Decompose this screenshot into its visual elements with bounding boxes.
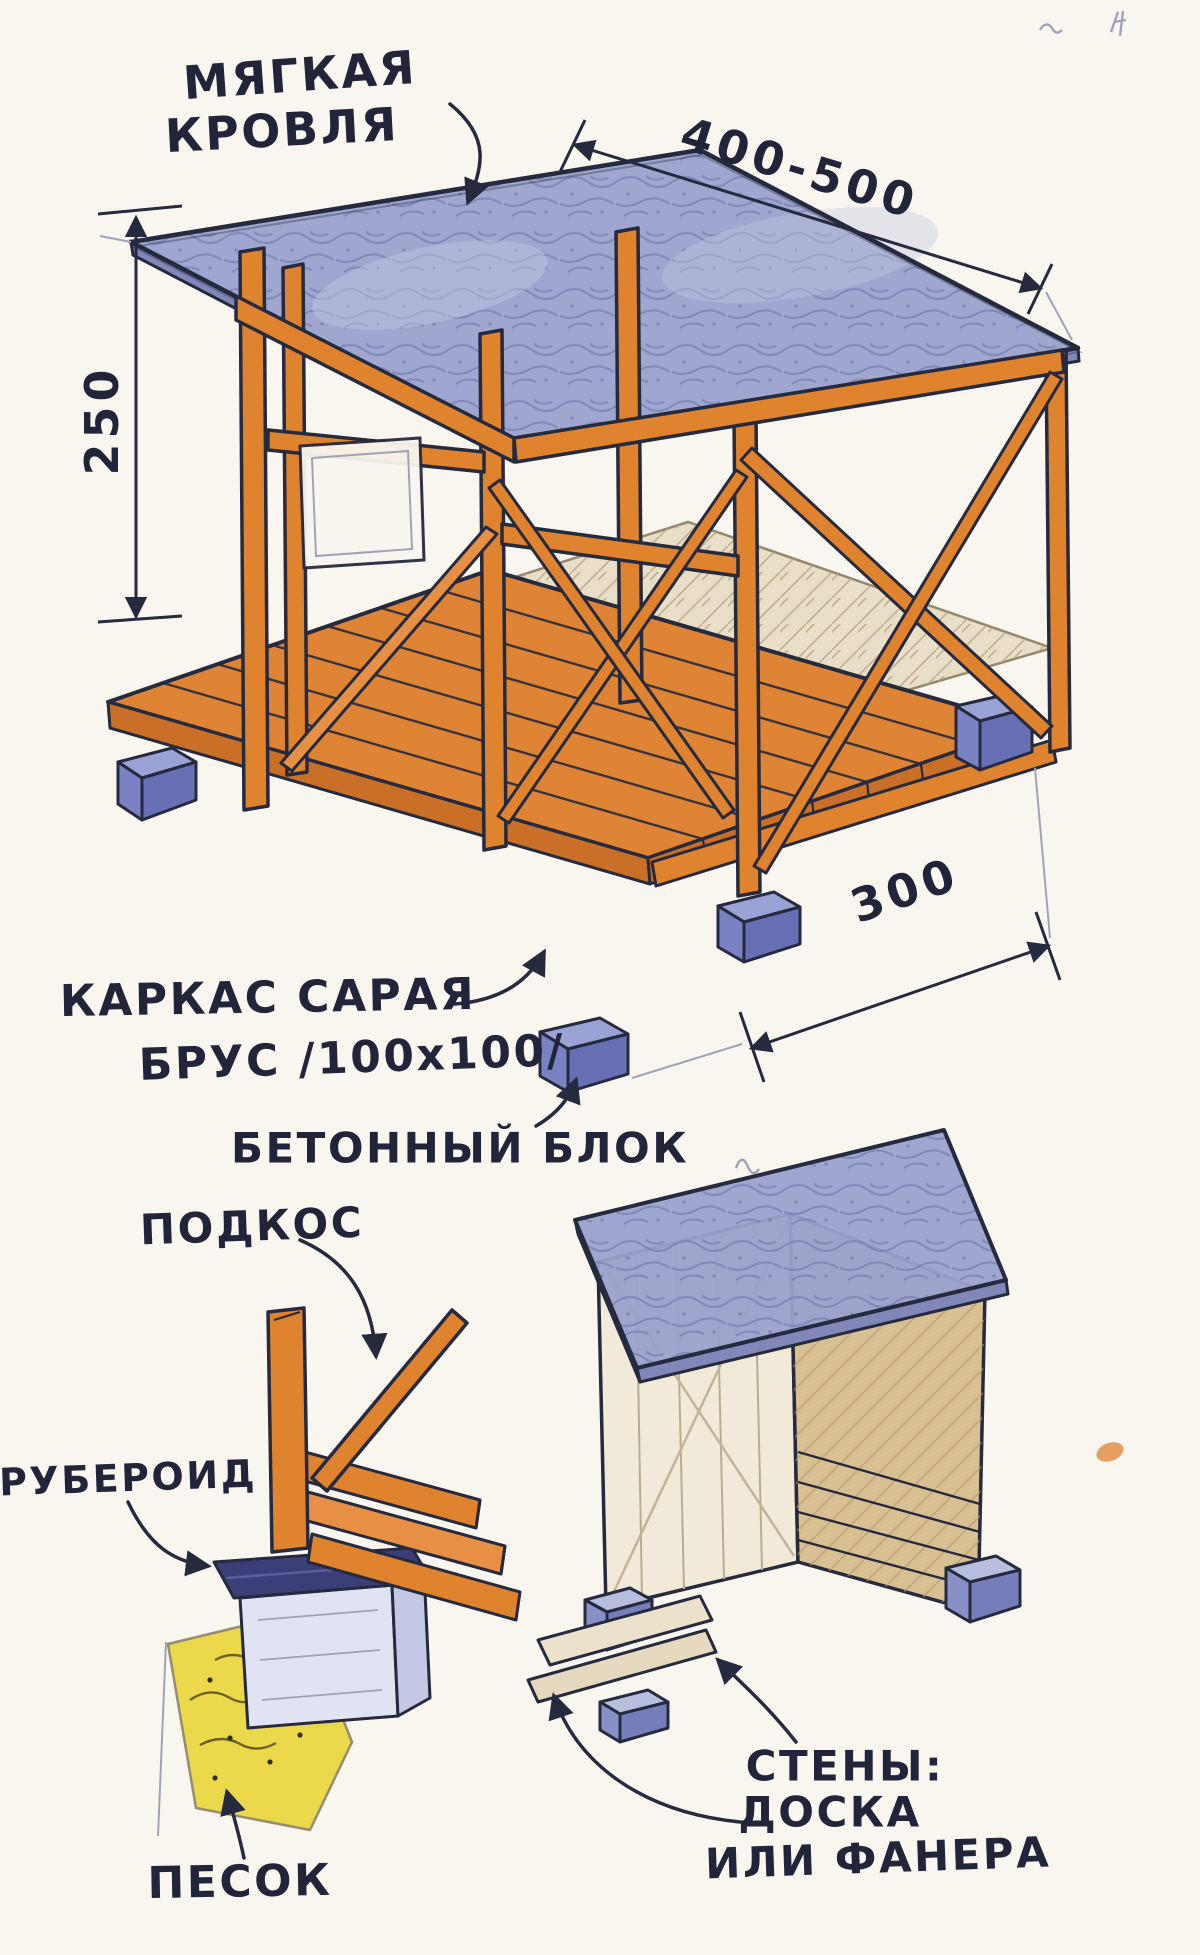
brace-right-wall-2 xyxy=(752,370,1064,875)
concrete-block-right-back xyxy=(954,692,1034,772)
leader-soft-roof xyxy=(448,102,489,206)
leader-brace xyxy=(298,1238,388,1360)
post-back-left xyxy=(281,262,309,777)
concrete-block-right-front xyxy=(716,890,802,964)
leader-concrete-block xyxy=(534,1076,581,1128)
roof xyxy=(128,147,1084,459)
brace-right-wall-1 xyxy=(739,446,1054,740)
leader-lines xyxy=(448,102,581,1128)
leader-frame xyxy=(453,948,546,1006)
label-frame-line1: КАРКАС САРАЯ xyxy=(59,968,477,1028)
dimension-depth xyxy=(631,767,1062,1083)
concrete-block-left xyxy=(116,746,198,822)
detail-post xyxy=(266,1306,310,1554)
shed-steps xyxy=(526,1594,718,1744)
dimension-height xyxy=(97,204,183,624)
label-concrete-block: БЕТОННЫЙ БЛОК xyxy=(230,1123,690,1173)
post-back-right xyxy=(1044,348,1072,754)
label-walls-line1: СТЕНЫ: xyxy=(745,1741,945,1791)
dimension-width xyxy=(558,119,1073,341)
frame-braces xyxy=(279,370,1064,875)
frame-posts xyxy=(238,226,1072,898)
brace-middle-2 xyxy=(487,478,736,820)
brace-back-bay xyxy=(279,525,499,773)
finished-shed xyxy=(526,1128,1022,1824)
concrete-blocks xyxy=(116,692,1034,1094)
top-plate-right xyxy=(512,348,1066,464)
post-front-middle xyxy=(478,328,508,852)
brace-middle-1 xyxy=(496,468,749,825)
detail-concrete-block xyxy=(238,1568,432,1730)
label-dim-height: 250 xyxy=(75,364,129,476)
post-front-left xyxy=(238,246,270,812)
stray-marks xyxy=(1038,10,1127,1462)
shed-roof xyxy=(573,1128,1010,1384)
label-roofing-felt: РУБЕРОИД xyxy=(0,1451,258,1505)
leader-walls-2 xyxy=(548,1692,742,1824)
leader-walls-1 xyxy=(715,1657,798,1744)
label-walls-line2: ДОСКА xyxy=(738,1787,922,1837)
label-sand: ПЕСОК xyxy=(147,1854,333,1910)
label-brace: ПОДКОС xyxy=(139,1197,365,1255)
leader-sand xyxy=(220,1788,246,1860)
wall-opening xyxy=(298,436,426,570)
detail-sketch xyxy=(126,1238,522,1860)
leader-roofing-felt xyxy=(126,1500,212,1577)
top-plate-left xyxy=(234,294,516,464)
detail-brace xyxy=(310,1308,469,1493)
